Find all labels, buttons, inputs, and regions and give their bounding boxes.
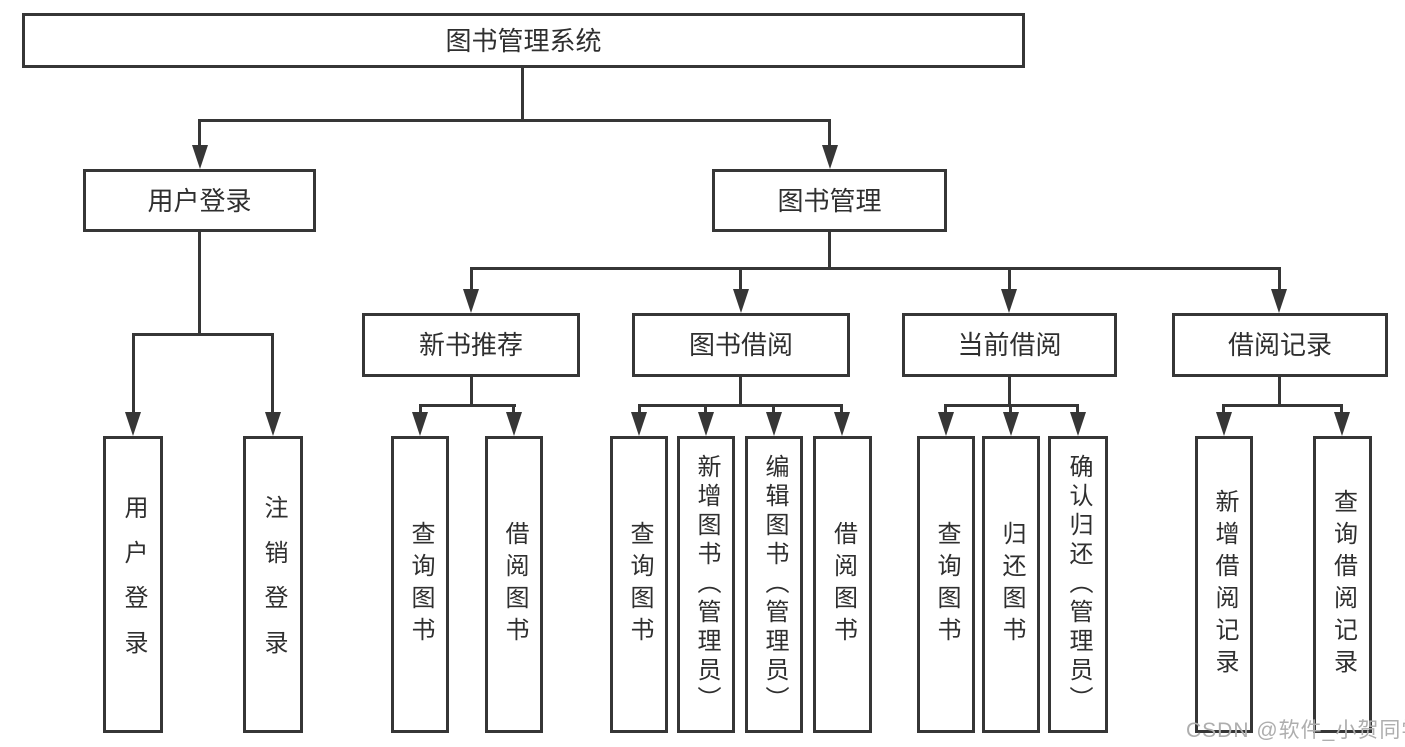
leaf-query-books-3: 查询图书: [917, 436, 975, 733]
leaf-user-login-label: 用户登录: [120, 494, 147, 675]
leaf-query-books-2-label: 查询图书: [626, 520, 653, 649]
leaf-add-book-admin: 新增图书（管理员）: [677, 436, 735, 733]
leaf-borrow-books-1: 借阅图书: [485, 436, 543, 733]
leaf-query-books-1: 查询图书: [391, 436, 449, 733]
arrowhead-to-book-management: [822, 145, 838, 169]
arrowhead-to-leaf-query-books-3: [938, 412, 954, 436]
node-user-login-label: 用户登录: [147, 185, 252, 216]
leaf-add-book-admin-label: 新增图书（管理员）: [693, 454, 720, 715]
connector-to-user-login-stem: [198, 119, 201, 147]
leaf-add-borrow-record: 新增借阅记录: [1195, 436, 1253, 733]
connector-leaf-stem: [944, 404, 947, 414]
connector-to-leaf-logout-stem: [271, 333, 274, 413]
arrowhead-to-leaf-logout: [265, 412, 281, 436]
leaf-add-borrow-record-label: 新增借阅记录: [1211, 488, 1238, 681]
node-current-borrow-label: 当前借阅: [957, 330, 1062, 360]
leaf-confirm-return-admin: 确认归还（管理员）: [1048, 436, 1108, 733]
leaf-logout: 注销登录: [243, 436, 303, 733]
arrowhead-to-new-book: [463, 289, 479, 313]
connector-to-book-borrow-stem: [739, 267, 742, 291]
connector-book-management-hbar: [470, 267, 1281, 270]
node-borrow-records-label: 借阅记录: [1227, 330, 1332, 360]
node-book-borrow-label: 图书借阅: [688, 330, 793, 360]
arrowhead-to-current-borrow: [1001, 289, 1017, 313]
arrowhead-to-leaf-edit-book: [766, 412, 782, 436]
arrowhead-to-leaf-borrow-books-2: [834, 412, 850, 436]
leaf-borrow-books-2-label: 借阅图书: [829, 520, 857, 649]
arrowhead-to-leaf-query-books-1: [412, 412, 428, 436]
arrowhead-to-book-borrow: [733, 289, 749, 313]
leaf-edit-book-admin-label: 编辑图书（管理员）: [761, 454, 788, 715]
connector-user-login-hbar: [132, 333, 274, 336]
connector-leaf-stem: [704, 404, 707, 414]
arrowhead-to-leaf-borrow-books-1: [506, 412, 522, 436]
connector-root-stem: [521, 68, 524, 120]
connector-leaf-stem: [772, 404, 775, 414]
leaf-confirm-return-admin-label: 确认归还（管理员）: [1065, 454, 1092, 715]
leaf-return-book: 归还图书: [982, 436, 1040, 733]
connector-to-leaf-user-login-stem: [132, 333, 135, 413]
arrowhead-to-leaf-query-record: [1334, 412, 1350, 436]
connector-to-book-management-stem: [828, 119, 831, 147]
arrowhead-to-user-login: [192, 145, 208, 169]
leaf-query-books-3-label: 查询图书: [933, 520, 960, 649]
arrowhead-to-leaf-add-record: [1216, 412, 1232, 436]
connector-current-borrow-stem2: [1008, 377, 1011, 406]
connector-leaf-stem: [1009, 404, 1012, 414]
connector-leaf-stem: [638, 404, 641, 414]
leaf-borrow-books-1-label: 借阅图书: [501, 520, 528, 649]
connector-user-login-stem: [198, 232, 201, 335]
connector-leaf-stem: [1340, 404, 1343, 414]
connector-leaf-stem: [512, 404, 515, 414]
node-root-label: 图书管理系统: [445, 25, 602, 56]
connector-to-current-borrow-stem: [1008, 267, 1011, 291]
node-borrow-records: 借阅记录: [1172, 313, 1388, 377]
leaf-return-book-label: 归还图书: [998, 520, 1025, 649]
node-new-book-recommend: 新书推荐: [362, 313, 580, 377]
node-root: 图书管理系统: [22, 13, 1025, 68]
connector-book-management-stem: [828, 232, 831, 270]
connector-to-new-book-stem: [470, 267, 473, 291]
arrowhead-to-leaf-return-book: [1003, 412, 1019, 436]
leaf-borrow-books-2: 借阅图书: [813, 436, 872, 733]
leaf-query-borrow-record: 查询借阅记录: [1313, 436, 1372, 733]
arrowhead-to-leaf-confirm-return: [1070, 412, 1086, 436]
leaf-query-books-2: 查询图书: [610, 436, 668, 733]
connector-book-borrow-hbar: [638, 404, 843, 407]
connector-leaf-stem: [1076, 404, 1079, 414]
node-book-borrow: 图书借阅: [632, 313, 850, 377]
connector-leaf-stem: [840, 404, 843, 414]
arrowhead-to-borrow-records: [1271, 289, 1287, 313]
connector-borrow-records-hbar: [1222, 404, 1343, 407]
connector-book-borrow-stem2: [739, 377, 742, 406]
leaf-logout-label: 注销登录: [260, 494, 287, 675]
connector-leaf-stem: [1222, 404, 1225, 414]
node-book-management: 图书管理: [712, 169, 947, 232]
connector-to-borrow-records-stem: [1278, 267, 1281, 291]
leaf-query-books-1-label: 查询图书: [407, 520, 434, 649]
connector-borrow-records-stem2: [1278, 377, 1281, 406]
connector-new-book-hbar: [419, 404, 516, 407]
connector-root-hbar: [198, 119, 831, 122]
leaf-query-borrow-record-label: 查询借阅记录: [1329, 488, 1357, 681]
arrowhead-to-leaf-add-book: [698, 412, 714, 436]
leaf-edit-book-admin: 编辑图书（管理员）: [745, 436, 803, 733]
arrowhead-to-leaf-query-books-2: [631, 412, 647, 436]
connector-new-book-stem: [470, 377, 473, 406]
node-book-management-label: 图书管理: [777, 185, 882, 216]
watermark-text: CSDN @软件_小贺同学: [1186, 719, 1405, 742]
node-current-borrow: 当前借阅: [902, 313, 1117, 377]
node-new-book-recommend-label: 新书推荐: [418, 330, 523, 360]
connector-leaf-stem: [419, 404, 422, 414]
arrowhead-to-leaf-user-login: [125, 412, 141, 436]
leaf-user-login: 用户登录: [103, 436, 163, 733]
node-user-login: 用户登录: [83, 169, 316, 232]
